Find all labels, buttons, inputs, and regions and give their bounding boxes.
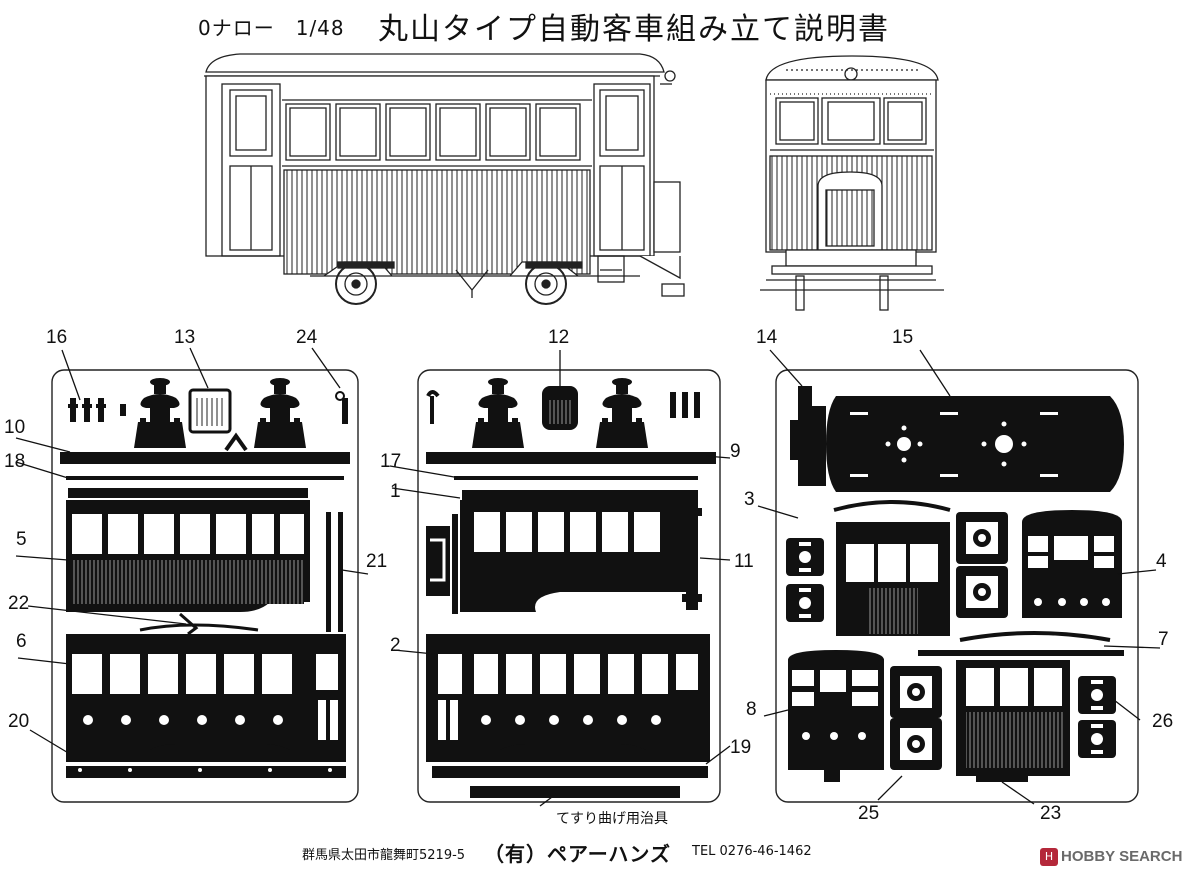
callout-6: 6 [16,631,27,652]
front-elevation [760,55,944,311]
side-elevation [204,53,685,305]
scale-text: 0ナロー 1/48 [198,16,345,40]
callout-2: 2 [390,635,401,656]
footer-tel: TEL 0276-46-1462 [692,844,812,859]
callout-23: 23 [1040,803,1062,824]
callout-14: 14 [756,327,778,348]
page-title: 丸山タイプ自動客車組み立て説明書 [378,12,890,47]
callout-18: 18 [4,451,26,472]
callout-21: 21 [366,551,388,572]
callout-16: 16 [46,327,68,348]
callout-17: 17 [380,451,402,472]
callout-5: 5 [16,529,27,550]
callout-11: 11 [734,551,754,572]
callout-1: 1 [390,481,401,502]
callout-3: 3 [744,489,755,510]
callout-24: 24 [296,327,318,348]
callout-15: 15 [892,327,914,348]
callout-25: 25 [858,803,880,824]
callout-9: 9 [730,441,741,462]
callout-22: 22 [8,593,30,614]
callout-13: 13 [174,327,196,348]
etched-sheet-middle [417,369,721,807]
hobbysearch-logo-icon: H [1040,847,1058,866]
watermark-text: HOBBY SEARCH [1061,848,1183,865]
callout-4: 4 [1156,551,1167,572]
callout-20: 20 [8,711,30,732]
footer: 群馬県太田市龍舞町5219-5 （有）ペアーハンズ TEL 0276-46-14… [300,838,860,868]
callout-10: 10 [4,417,26,438]
etched-sheet-left [51,369,359,803]
footer-address: 群馬県太田市龍舞町5219-5 [302,848,466,863]
callout-26: 26 [1152,711,1174,732]
footer-company: （有）ペアーハンズ [484,842,671,866]
callout-12: 12 [548,327,570,348]
callout-19: 19 [730,737,752,758]
callout-7: 7 [1158,629,1169,650]
etched-sheet-right [775,369,1139,803]
title-bar: 0ナロー 1/48 丸山タイプ自動客車組み立て説明書 [0,0,1200,48]
jig-label: てすり曲げ用治具 [556,811,668,827]
callout-8: 8 [746,699,757,720]
leader-lines [15,347,1161,805]
